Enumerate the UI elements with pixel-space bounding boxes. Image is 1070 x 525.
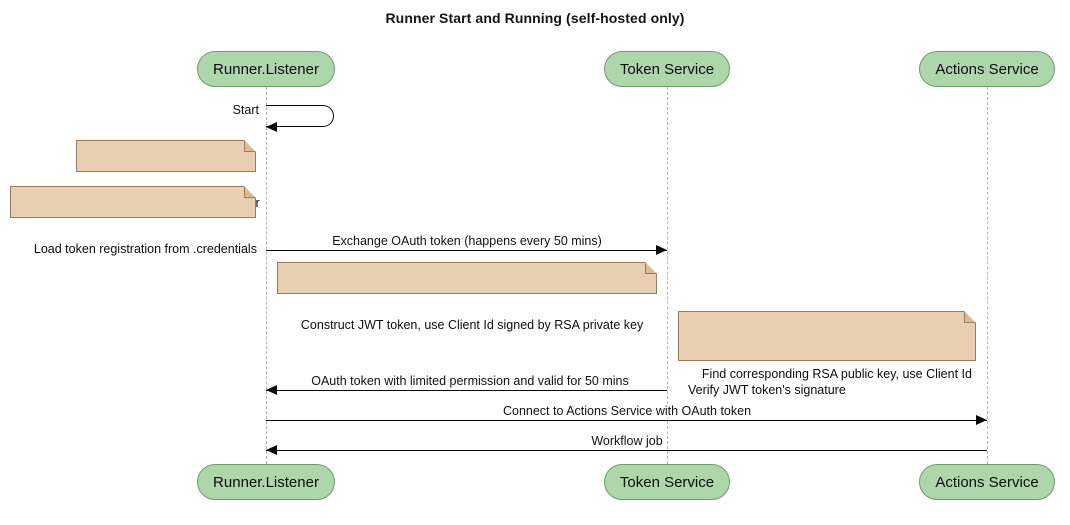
participant-actions-bottom[interactable]: Actions Service <box>919 464 1055 500</box>
participant-label: Actions Service <box>935 473 1039 491</box>
lifeline-actions <box>987 87 988 464</box>
note-text: Load token registration from .credential… <box>33 242 257 256</box>
participant-runner-top[interactable]: Runner.Listener <box>197 51 335 87</box>
message-exchange-oauth-arrowhead <box>656 244 667 255</box>
note-load-config: Load config info from .runner <box>76 140 260 210</box>
page-title: Runner Start and Running (self-hosted on… <box>385 10 685 26</box>
participant-label: Runner.Listener <box>213 60 319 78</box>
note-text: Find corresponding RSA public key, use C… <box>688 367 972 397</box>
message-oauth-reply-arrowhead <box>266 384 277 395</box>
participant-actions-top[interactable]: Actions Service <box>919 51 1055 87</box>
message-connect-actions-label: Connect to Actions Service with OAuth to… <box>499 404 755 418</box>
note-verify-jwt: Find corresponding RSA public key, use C… <box>678 311 976 397</box>
participant-runner-bottom[interactable]: Runner.Listener <box>197 464 335 500</box>
message-workflow-job-line <box>266 450 987 451</box>
message-oauth-reply-label: OAuth token with limited permission and … <box>308 374 632 388</box>
participant-token-bottom[interactable]: Token Service <box>604 464 730 500</box>
participant-label: Token Service <box>619 60 715 78</box>
lifeline-runner <box>266 87 267 464</box>
message-exchange-oauth-label: Exchange OAuth token (happens every 50 m… <box>329 234 605 248</box>
message-start-label: Start <box>229 103 262 117</box>
message-exchange-oauth-line <box>266 250 667 251</box>
note-load-token-registration: Load token registration from .credential… <box>10 186 257 256</box>
message-connect-actions-line <box>266 420 987 421</box>
participant-label: Token Service <box>619 473 715 491</box>
note-construct-jwt: Construct JWT token, use Client Id signe… <box>277 262 657 332</box>
message-connect-actions-arrowhead <box>976 414 987 425</box>
message-workflow-job-label: Workflow job <box>588 434 666 448</box>
note-text: Construct JWT token, use Client Id signe… <box>300 318 644 332</box>
message-oauth-reply-line <box>266 390 667 391</box>
participant-label: Actions Service <box>935 60 1039 78</box>
message-start-arrowhead <box>266 121 277 132</box>
participant-token-top[interactable]: Token Service <box>604 51 730 87</box>
lifeline-token <box>667 87 668 464</box>
message-workflow-job-arrowhead <box>266 444 277 455</box>
participant-label: Runner.Listener <box>213 473 319 491</box>
message-start-loop <box>266 105 334 127</box>
